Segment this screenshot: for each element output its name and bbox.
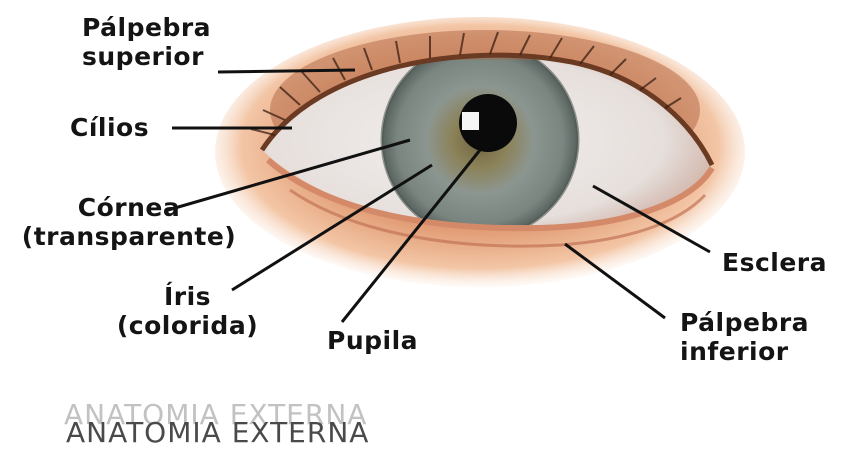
label-iris: Íris (colorida)	[100, 282, 275, 340]
label-pupila: Pupila	[327, 326, 418, 355]
label-esclera: Esclera	[722, 248, 827, 277]
label-palpebra-inferior-line1: Pálpebra	[680, 308, 809, 337]
label-palpebra-superior: Pálpebra superior	[82, 13, 211, 71]
pupil-highlight	[462, 112, 479, 130]
label-palpebra-superior-line2: superior	[82, 42, 211, 71]
label-cilios: Cílios	[70, 113, 149, 142]
label-cornea: Córnea (transparente)	[4, 193, 254, 251]
label-palpebra-inferior: Pálpebra inferior	[680, 308, 809, 366]
label-cornea-line1: Córnea	[4, 193, 254, 222]
label-iris-line1: Íris	[100, 282, 275, 311]
label-palpebra-superior-line1: Pálpebra	[82, 13, 211, 42]
label-palpebra-inferior-line2: inferior	[680, 337, 809, 366]
leader-palpebra-superior	[218, 70, 355, 72]
title: ANATOMIA EXTERNA	[66, 416, 369, 449]
label-iris-line2: (colorida)	[100, 311, 275, 340]
label-cornea-line2: (transparente)	[4, 222, 254, 251]
